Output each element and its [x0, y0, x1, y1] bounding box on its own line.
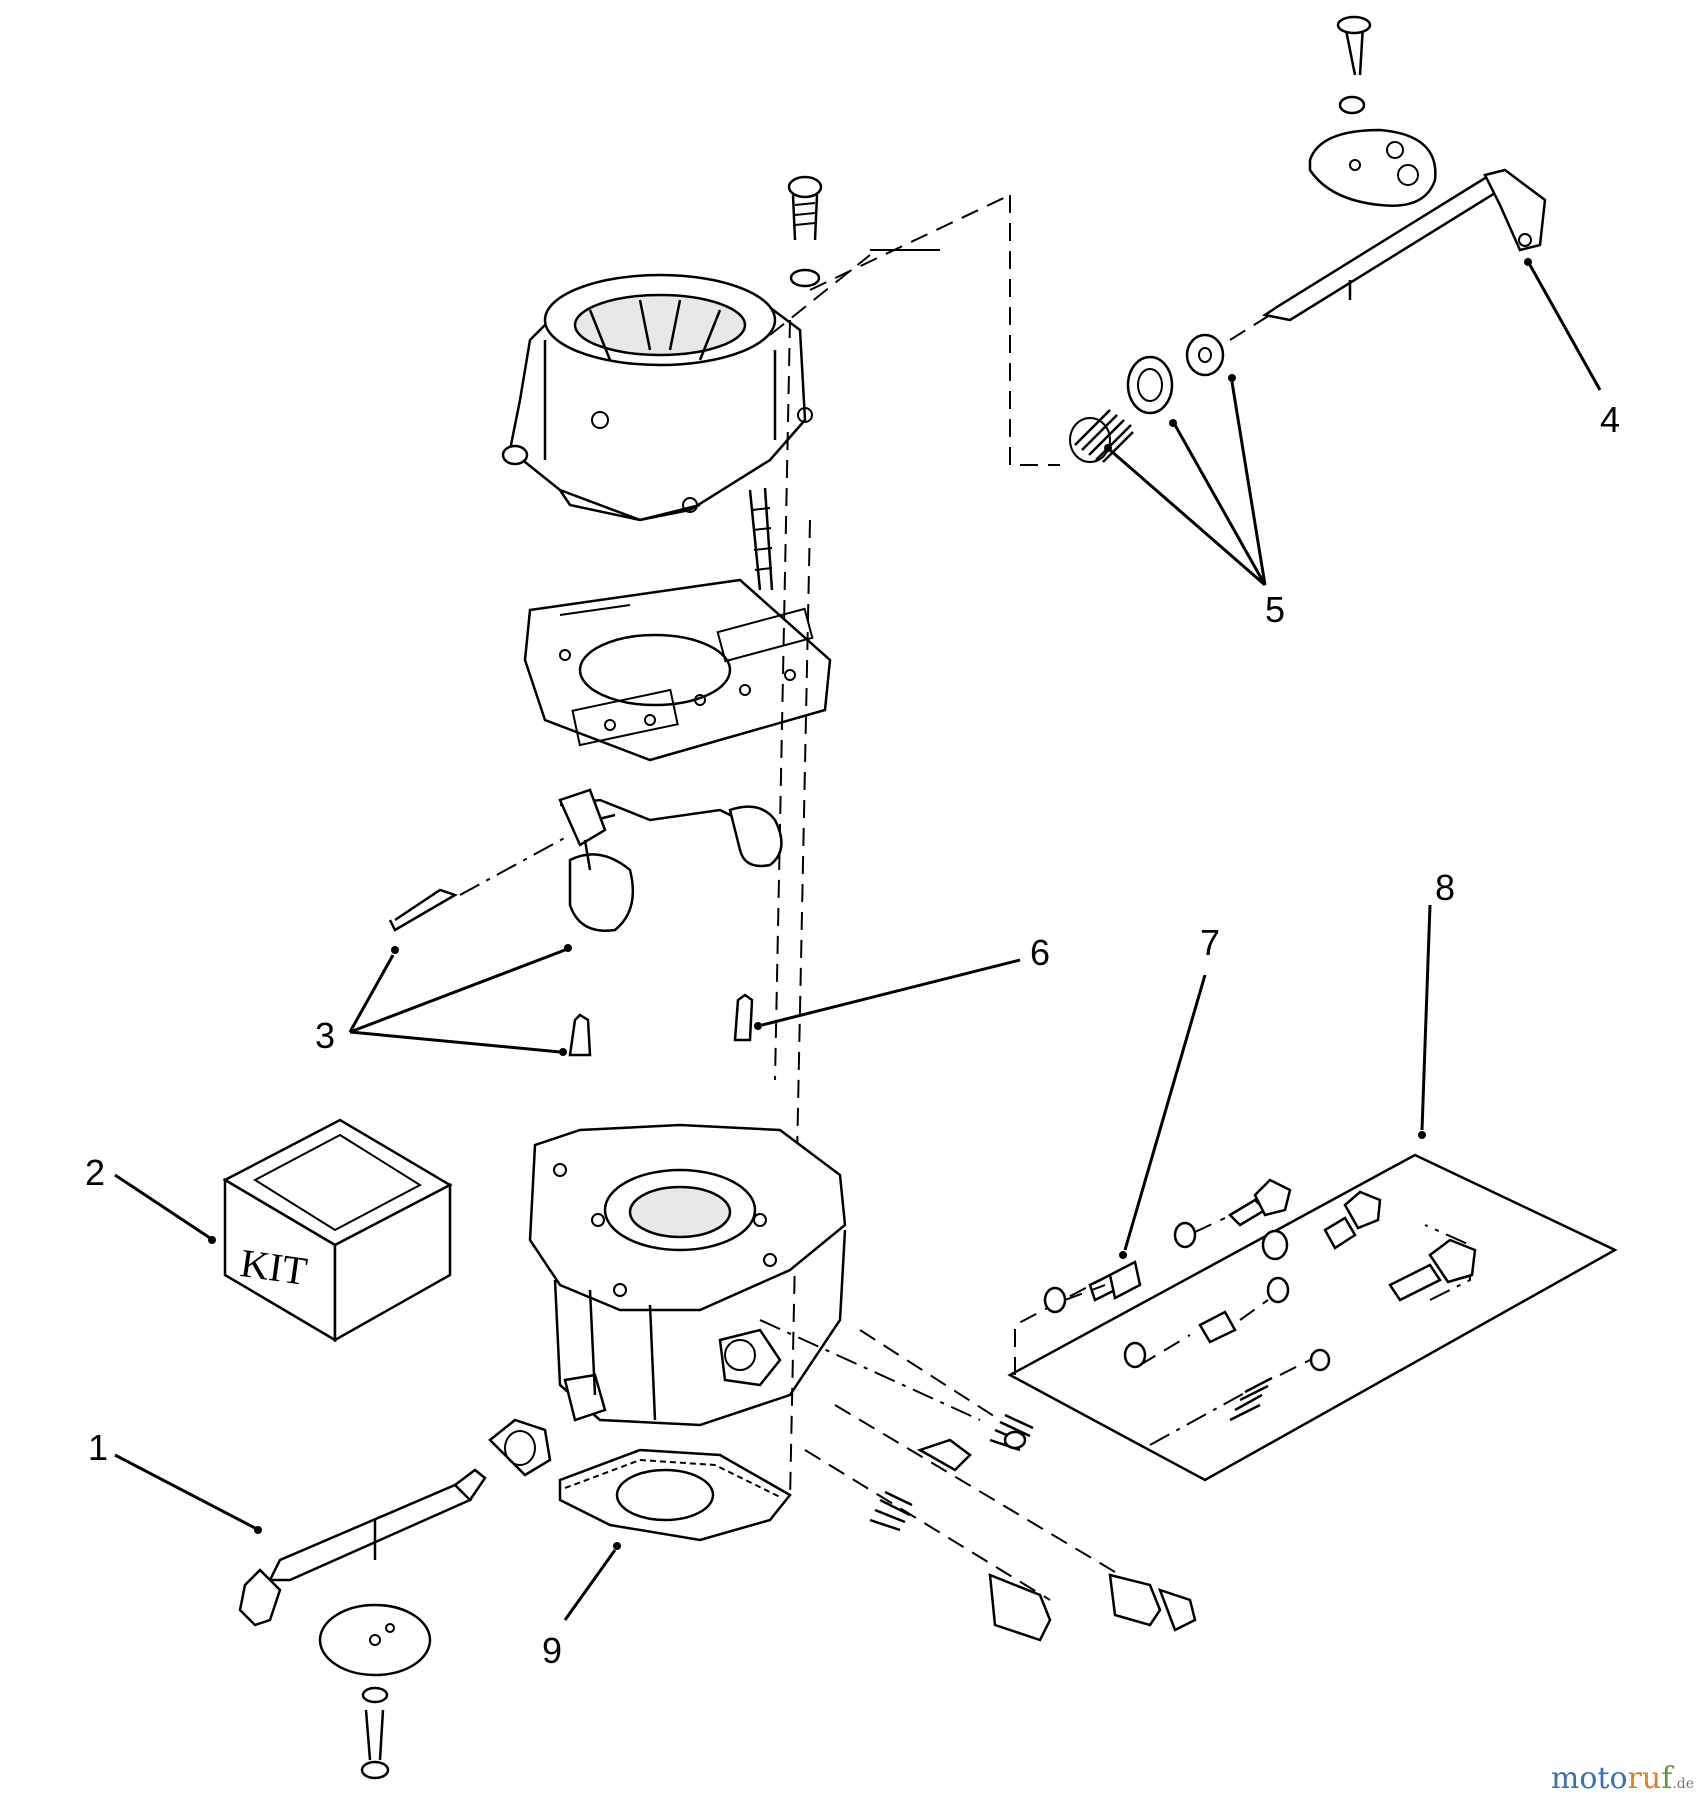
callout-7: 7 [1200, 922, 1220, 963]
callout-2: 2 [85, 1152, 105, 1193]
callout-9: 9 [542, 1630, 562, 1671]
callout-1: 1 [88, 1427, 108, 1468]
bowl-gasket [523, 578, 832, 762]
callout-5: 5 [1265, 589, 1285, 630]
adjusting-screws [759, 1319, 1197, 1642]
top-screw [787, 175, 823, 288]
kit-label: KIT [238, 1240, 310, 1294]
service-parts-panel [1007, 1153, 1618, 1482]
callout-8: 8 [1435, 867, 1455, 908]
callout-numbers: 1 2 3 4 5 6 7 8 9 [85, 399, 1620, 1671]
air-horn-upper-body [501, 273, 813, 522]
callout-3: 3 [315, 1015, 335, 1056]
choke-shaft-guide [769, 194, 1060, 466]
kit-box: KIT [222, 1118, 453, 1343]
float-assembly [388, 788, 783, 932]
watermark-part-1: moto [1550, 1761, 1628, 1796]
callout-6: 6 [1030, 932, 1050, 973]
callout-4: 4 [1600, 399, 1620, 440]
leader-lines [114, 258, 1602, 1621]
alignment-lines [748, 319, 811, 1501]
watermark-part-2: ru [1627, 1761, 1662, 1796]
flange-gasket [558, 1448, 792, 1542]
throttle-shaft-plate [238, 1418, 552, 1780]
choke-shaft-plate [1261, 15, 1547, 322]
needle-and-pin [568, 993, 754, 1057]
choke-spring-seal-washer [1069, 314, 1271, 463]
carburetor-main-body [528, 1123, 847, 1427]
watermark-suffix: .de [1672, 1776, 1694, 1792]
watermark-part-3: f [1661, 1761, 1673, 1796]
watermark-logo: motoruf.de [1551, 1761, 1694, 1796]
